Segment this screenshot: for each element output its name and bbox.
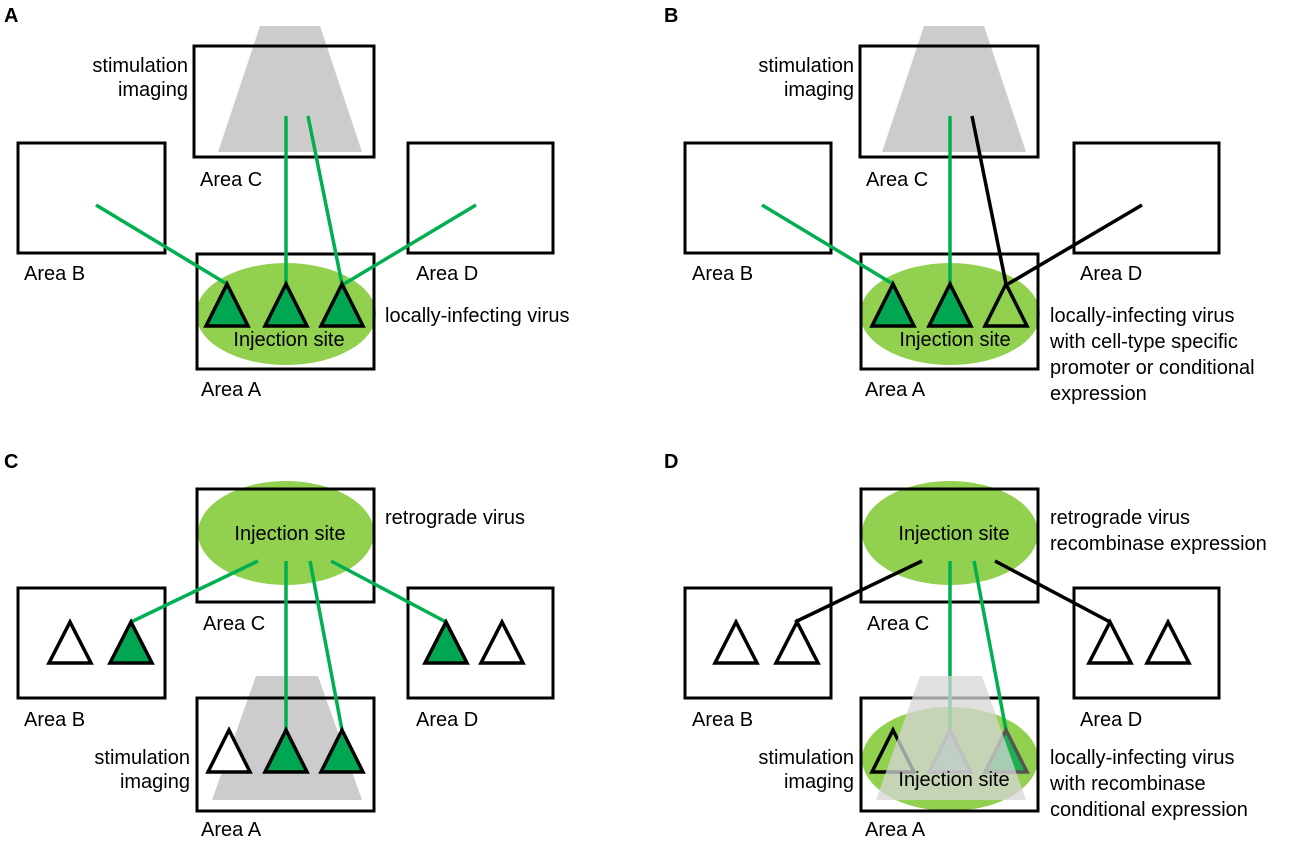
axon-unlabeled (794, 559, 923, 624)
virus-label-line: locally-infecting virus (1050, 305, 1235, 327)
area-c-label: Area C (200, 169, 262, 191)
stimulation-beam (876, 676, 1026, 800)
area-b-label: Area B (24, 709, 85, 731)
area-c-label: Area C (203, 613, 265, 635)
stimulation-beam (882, 26, 1026, 152)
axon-unlabeled (994, 559, 1111, 624)
neuron-triangle-unlabeled (712, 618, 760, 665)
injection-site-label: Injection site (233, 329, 344, 351)
virus-label-line: recombinase expression (1050, 533, 1267, 555)
area-d-label: Area D (416, 263, 478, 285)
imaging-label: imaging (784, 79, 854, 101)
area-d-box (1072, 586, 1221, 700)
neuron-triangle (869, 280, 917, 328)
virus-label: retrograde virus (385, 507, 525, 529)
panel-letter: B (664, 5, 678, 27)
stimulation-beam (218, 26, 362, 152)
area-d-box (406, 586, 555, 700)
stimulation-label: stimulation (94, 747, 190, 769)
virus-label-line: conditional expression (1050, 799, 1248, 821)
neuron-triangle-unlabeled (46, 618, 94, 665)
virus-label-line: locally-infecting virus (1050, 747, 1235, 769)
area-b-box (683, 141, 833, 255)
neuron-triangle (107, 618, 155, 665)
area-b-label: Area B (24, 263, 85, 285)
injection-site-label: Injection site (899, 329, 1010, 351)
neuron-triangle (422, 618, 470, 665)
panel-a: A stimulation imaging Area C Area B Area… (4, 5, 570, 401)
axon (761, 203, 894, 286)
panel-letter: A (4, 5, 18, 27)
area-c-label: Area C (867, 613, 929, 635)
area-b-box (683, 586, 833, 700)
area-b-box (16, 141, 167, 255)
panel-d: D Injection site retrograde virus recomb… (664, 451, 1267, 841)
panel-letter: D (664, 451, 678, 473)
panel-letter: C (4, 451, 18, 473)
axon (330, 559, 447, 624)
axon (95, 203, 228, 286)
neuron-triangle (262, 280, 310, 328)
neuron-triangle-unlabeled (1144, 618, 1192, 665)
area-d-box (406, 141, 555, 255)
neuron-triangle (318, 726, 366, 774)
axon (308, 560, 344, 731)
area-b-box (16, 586, 167, 700)
axon-unlabeled (1007, 203, 1143, 286)
neuron-triangle (262, 726, 310, 774)
area-a-label: Area A (201, 379, 262, 401)
neuron-triangle-unlabeled (478, 618, 526, 665)
area-a-label: Area A (865, 819, 926, 841)
neuron-triangle (203, 280, 251, 328)
area-a-label: Area A (201, 819, 262, 841)
area-b-label: Area B (692, 263, 753, 285)
injection-site-label: Injection site (234, 523, 345, 545)
panel-c: C Injection site retrograde virus Area C… (4, 451, 555, 841)
injection-site (862, 481, 1038, 585)
neuron-triangle-unlabeled (773, 618, 821, 665)
neuron-triangle (926, 280, 974, 328)
neuron-triangle-unlabeled (1086, 618, 1134, 665)
injection-site (198, 481, 374, 585)
area-d-box (1072, 141, 1221, 255)
neuron-triangle-unlabeled (982, 280, 1030, 328)
virus-label-line: promoter or conditional (1050, 357, 1255, 379)
virus-label: locally-infecting virus (385, 305, 570, 327)
stimulation-label: stimulation (758, 747, 854, 769)
area-a-label: Area A (865, 379, 926, 401)
imaging-label: imaging (118, 79, 188, 101)
stimulation-label: stimulation (758, 55, 854, 77)
area-d-label: Area D (1080, 263, 1142, 285)
neuron-triangle (318, 280, 366, 328)
virus-label-line: with cell-type specific (1049, 331, 1238, 353)
injection-site-label: Injection site (898, 523, 1009, 545)
area-d-label: Area D (416, 709, 478, 731)
imaging-label: imaging (784, 771, 854, 793)
stimulation-label: stimulation (92, 55, 188, 77)
area-d-label: Area D (1080, 709, 1142, 731)
imaging-label: imaging (120, 771, 190, 793)
area-b-label: Area B (692, 709, 753, 731)
axon-unlabeled (970, 115, 1008, 285)
panel-b: B stimulation imaging Area C Area B Area… (664, 5, 1255, 405)
virus-label-line: expression (1050, 383, 1147, 405)
area-c-label: Area C (866, 169, 928, 191)
area-c-box (192, 44, 376, 159)
axon (972, 560, 1008, 731)
axon (343, 203, 477, 286)
virus-label-line: with recombinase (1049, 773, 1206, 795)
neuron-triangle-unlabeled (205, 726, 253, 774)
axon (130, 559, 259, 624)
virus-label-line: retrograde virus (1050, 507, 1190, 529)
injection-site-label: Injection site (898, 769, 1009, 791)
axon (306, 115, 344, 285)
